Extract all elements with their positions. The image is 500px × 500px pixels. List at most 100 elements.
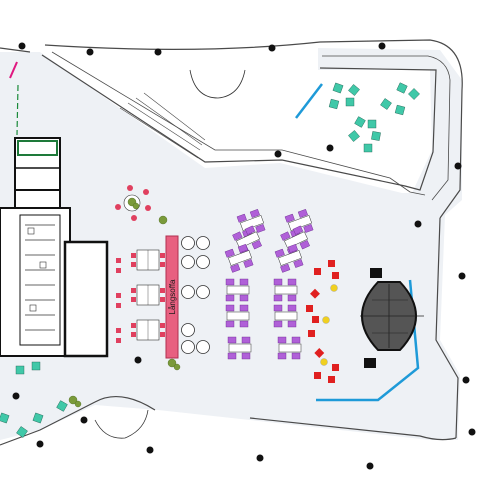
purple-chair	[227, 352, 237, 360]
purple-chair	[274, 248, 285, 258]
purple-chair	[239, 320, 249, 328]
purple-chair	[273, 320, 283, 328]
purple-chair	[249, 208, 260, 218]
purple-chair	[225, 320, 235, 328]
sofa-label: Långsoffa	[168, 279, 177, 315]
plants	[68, 197, 181, 408]
purple-chair	[280, 231, 291, 241]
teal-seating	[0, 82, 420, 438]
south-wall	[0, 396, 457, 446]
red-seating	[306, 260, 339, 383]
purple-chair	[225, 304, 235, 312]
purple-table	[274, 243, 304, 273]
purple-chair	[297, 208, 308, 218]
purple-chair	[273, 304, 283, 312]
purple-chair	[291, 336, 301, 344]
purple-chair	[277, 352, 287, 360]
purple-chair	[244, 225, 256, 235]
purple-chair	[273, 278, 283, 286]
purple-chair	[293, 259, 304, 268]
pink-tables	[116, 249, 165, 343]
bollard	[378, 42, 386, 50]
bollard	[146, 446, 154, 454]
purple-chair	[224, 248, 235, 258]
purple-table	[227, 336, 252, 360]
green-dashed-line	[16, 84, 19, 136]
north-wall	[0, 47, 437, 191]
bollard	[366, 462, 374, 470]
bay-wall	[322, 55, 451, 201]
round-tables	[181, 236, 210, 354]
purple-chair	[239, 294, 249, 302]
magenta-line	[9, 61, 18, 79]
table-group-1	[131, 249, 165, 271]
bollard	[274, 150, 282, 158]
long-sofa[interactable]: Långsoffa	[165, 235, 179, 359]
purple-chair	[299, 240, 310, 250]
purple-chair	[225, 294, 235, 302]
purple-chair	[241, 336, 251, 344]
blue-barrier-top	[295, 83, 323, 119]
purple-table	[232, 225, 262, 256]
purple-chair	[287, 304, 297, 312]
outline-circles	[94, 69, 246, 439]
bollard	[154, 48, 162, 56]
bollard	[256, 454, 264, 462]
purple-chair	[232, 231, 243, 241]
purple-table	[273, 304, 298, 328]
purple-chair	[230, 263, 241, 273]
purple-tables	[224, 208, 314, 360]
north-wall-outer	[51, 51, 426, 196]
bollard	[80, 416, 88, 424]
purple-chair	[239, 304, 249, 312]
bollard	[18, 42, 26, 50]
purple-chair	[241, 352, 251, 360]
stair-lines	[119, 92, 206, 159]
bollard	[454, 162, 462, 170]
purple-chair	[225, 278, 235, 286]
purple-chair	[284, 213, 295, 223]
bollards	[12, 42, 476, 470]
purple-chair	[227, 336, 237, 344]
bollard	[468, 428, 476, 436]
building	[0, 207, 109, 358]
bollard	[326, 144, 334, 152]
purple-chair	[287, 278, 297, 286]
purple-chair	[273, 294, 283, 302]
bollard	[462, 376, 470, 384]
purple-chair	[236, 213, 247, 223]
bollard	[268, 44, 276, 52]
purple-chair	[243, 259, 254, 268]
purple-table	[225, 278, 250, 302]
table-group-2	[131, 284, 165, 306]
purple-chair	[280, 263, 291, 273]
floor-area	[0, 48, 462, 440]
bollard	[414, 220, 422, 228]
bollard	[134, 356, 142, 364]
service-rooms	[14, 137, 61, 209]
east-wall	[435, 217, 459, 439]
purple-table	[277, 336, 302, 360]
purple-chair	[237, 243, 248, 253]
purple-table	[224, 243, 254, 273]
bollard	[36, 440, 44, 448]
purple-chair	[292, 225, 304, 235]
purple-chair	[255, 224, 266, 233]
purple-table	[273, 278, 298, 302]
stage	[360, 268, 424, 368]
purple-chair	[277, 336, 287, 344]
purple-chair	[287, 320, 297, 328]
purple-chair	[251, 240, 262, 250]
bollard	[86, 48, 94, 56]
bollard	[12, 392, 20, 400]
purple-chair	[239, 278, 249, 286]
bollard	[458, 272, 466, 280]
purple-chair	[291, 352, 301, 360]
purple-table	[225, 304, 250, 328]
purple-chair	[287, 243, 298, 253]
purple-chair	[303, 224, 314, 233]
table-group-3	[131, 319, 165, 341]
purple-chair	[287, 294, 297, 302]
upper-road-wall	[44, 39, 463, 219]
